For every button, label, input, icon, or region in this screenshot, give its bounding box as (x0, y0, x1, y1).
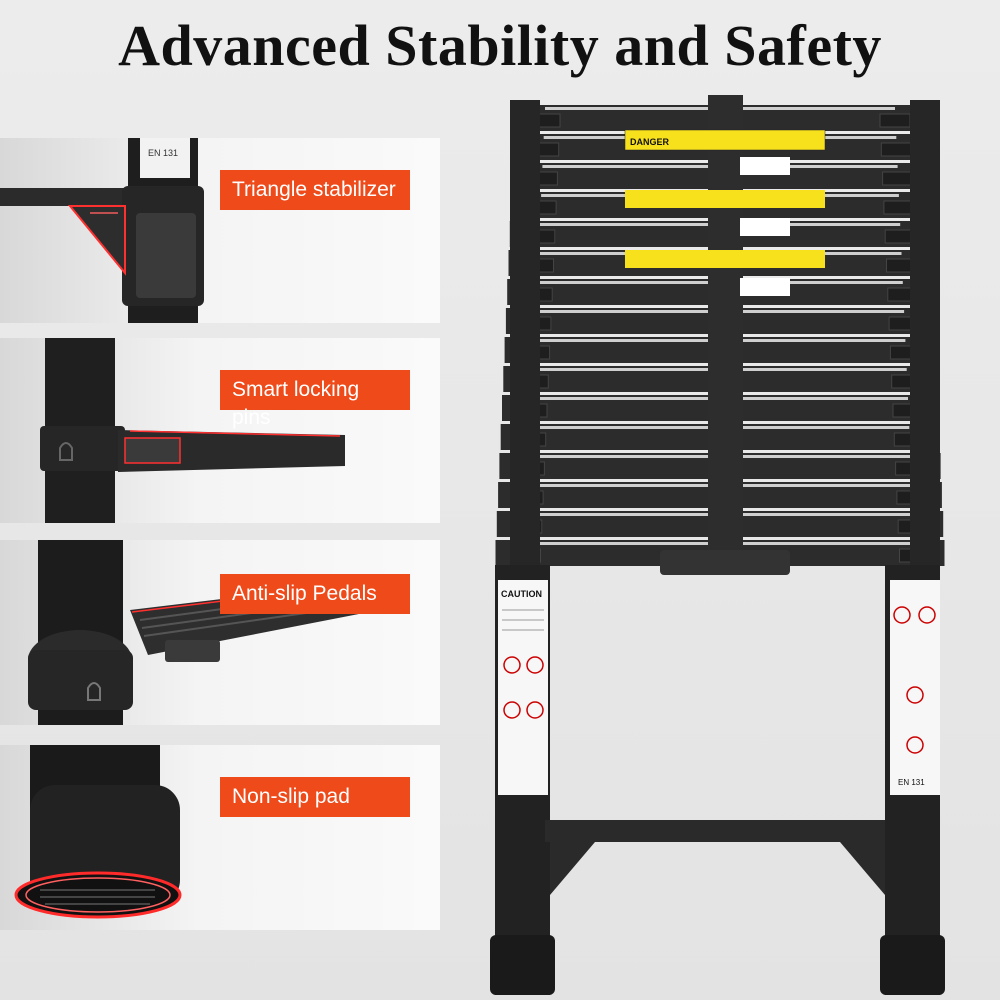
triangle-stabilizer-panel: EN 131 Triangle stabilizer (0, 138, 440, 323)
anti-slip-pedal-photo (28, 540, 390, 725)
non-slip-pad-panel: Non-slip pad (0, 745, 440, 930)
anti-slip-pedals-panel: Anti-slip Pedals (0, 540, 440, 725)
feature-label-anti-slip-pedals: Anti-slip Pedals (220, 574, 410, 614)
info-sticker (740, 157, 790, 175)
rung-end-cap (879, 113, 911, 128)
feature-label-locking-pins: Smart locking pins (220, 370, 410, 429)
svg-text:CAUTION: CAUTION (501, 589, 542, 599)
left-foot-pad (490, 935, 555, 995)
locking-pin-photo (40, 338, 345, 523)
triangle-stabilizer-photo: EN 131 (0, 138, 204, 323)
svg-text:DANGER: DANGER (630, 137, 670, 147)
info-sticker (740, 218, 790, 236)
warning-sticker (625, 250, 825, 268)
danger-sticker: DANGER (624, 129, 826, 151)
warning-sticker (625, 190, 825, 208)
info-sticker (740, 278, 790, 296)
carry-strap (708, 95, 743, 565)
page-title: Advanced Stability and Safety (118, 13, 882, 78)
rung-end-cap (882, 171, 914, 186)
telescopic-ladder-illustration: DANGER CAUTION (490, 95, 945, 995)
feature-label-triangle-stabilizer: Triangle stabilizer (220, 170, 410, 210)
rung-end-cap (880, 142, 912, 157)
locking-pins-panel: Smart locking pins (0, 338, 440, 523)
svg-text:EN 131: EN 131 (898, 778, 925, 787)
safety-label: EN 131 (890, 580, 940, 795)
svg-text:EN 131: EN 131 (148, 148, 178, 158)
rung-end-cap (883, 200, 915, 215)
non-slip-pad-photo (14, 745, 182, 919)
feature-label-non-slip-pad: Non-slip pad (220, 777, 410, 817)
caution-label: CAUTION (498, 580, 548, 795)
right-foot-pad (880, 935, 945, 995)
